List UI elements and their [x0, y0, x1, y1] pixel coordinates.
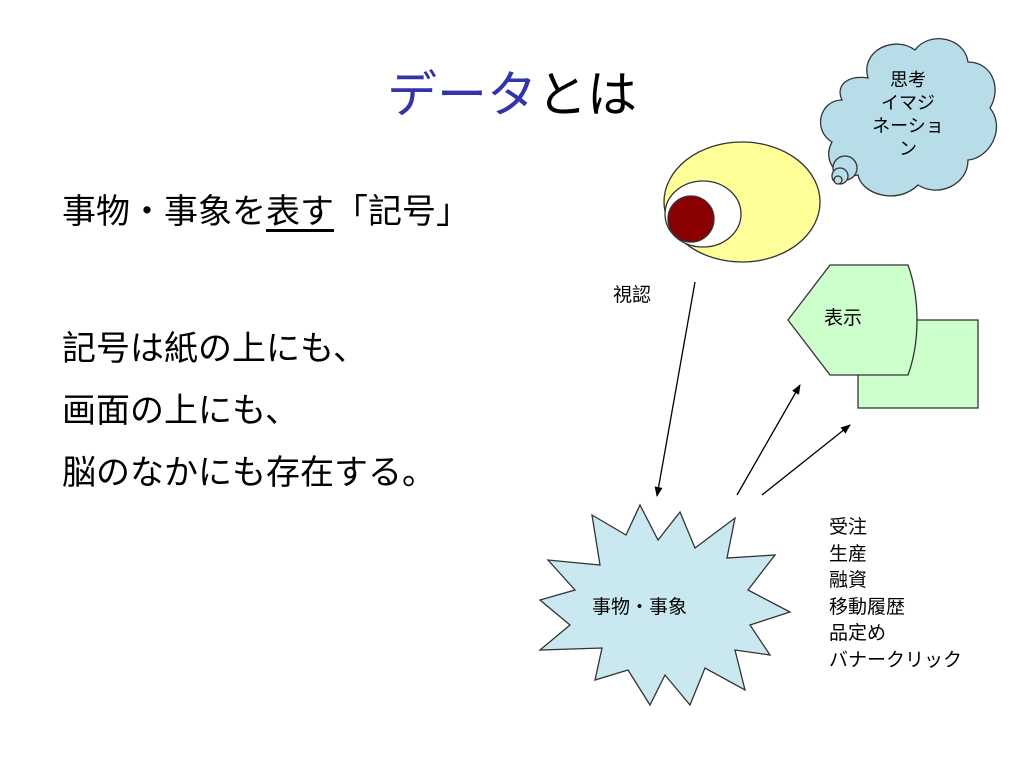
title-accent: データ — [387, 66, 537, 124]
display-arrow-2 — [761, 424, 851, 496]
examples-list: 受注 生産 融資 移動履歴 品定め バナークリック — [829, 514, 962, 673]
event-label: 事物・事象 — [592, 596, 688, 618]
thought-line-1: 思考 — [890, 70, 926, 91]
example-item: 移動履歴 — [829, 595, 906, 618]
body-line-1: 事物・事象を表す「記号」 — [62, 184, 470, 240]
view-label: 視認 — [613, 284, 652, 306]
body-line-4: 脳のなかにも存在する。 — [62, 453, 436, 493]
line1-post: 「記号」 — [334, 192, 470, 232]
example-item: バナークリック — [829, 648, 963, 671]
thought-label: 思考 イマジ ネーショ ン — [852, 69, 964, 161]
example-item: 生産 — [829, 542, 868, 565]
title-rest: とは — [537, 66, 637, 124]
body-line-3: 画面の上にも、 — [62, 391, 299, 431]
eye-icon — [663, 141, 821, 263]
line1-pre: 事物・事象を — [62, 192, 266, 232]
line1-underlined: 表す — [266, 192, 334, 232]
page-title: データとは — [0, 60, 1024, 130]
thought-line-4: ン — [899, 139, 917, 160]
display-arrow-1 — [736, 384, 801, 496]
display-label: 表示 — [824, 307, 863, 329]
thought-bubble-icon — [820, 38, 998, 197]
display-shape-icon — [787, 264, 979, 409]
view-arrow — [654, 281, 696, 497]
thought-line-3: ネーショ — [872, 116, 944, 137]
example-item: 受注 — [829, 516, 868, 538]
event-starburst-icon — [538, 503, 792, 707]
thought-line-2: イマジ — [881, 93, 935, 114]
example-item: 品定め — [829, 622, 887, 644]
body-line-2: 記号は紙の上にも、 — [62, 329, 367, 369]
example-item: 融資 — [829, 569, 868, 591]
